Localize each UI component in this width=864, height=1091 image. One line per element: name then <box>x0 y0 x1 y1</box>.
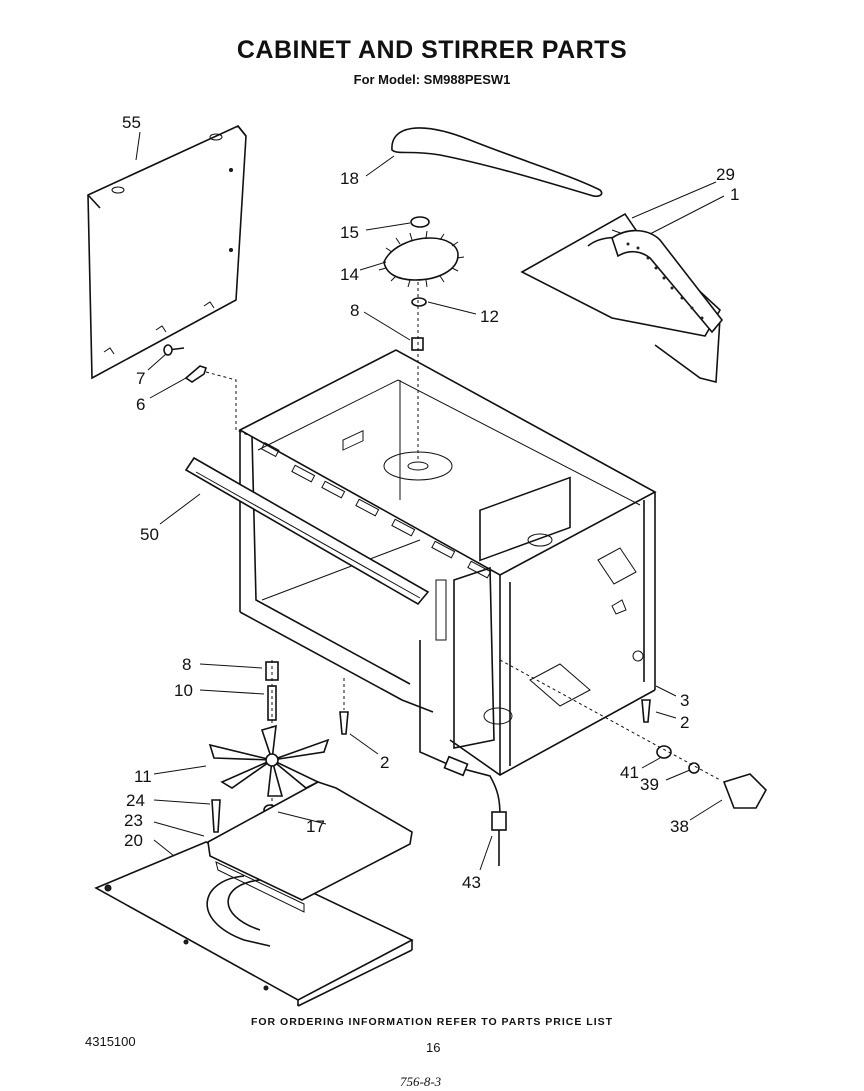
thermal-cutout-part-38 <box>722 773 767 809</box>
cabinet-body <box>238 349 657 776</box>
callout-18: 18 <box>340 169 359 188</box>
callout-2-bottom: 2 <box>380 753 389 772</box>
callout-55: 55 <box>122 113 141 132</box>
callout-29: 29 <box>716 165 735 184</box>
callout-50: 50 <box>140 525 159 544</box>
model-subtitle: For Model: SM988PESW1 <box>353 72 511 87</box>
clip-part-15 <box>410 216 430 228</box>
power-cord-part-43 <box>419 640 507 866</box>
waveguide-part-1 <box>611 229 724 334</box>
callout-23: 23 <box>124 811 143 830</box>
handwritten-mark: 756-8-3 <box>400 1074 442 1089</box>
turntable-hub <box>383 451 453 481</box>
document-number: 4315100 <box>85 1034 136 1049</box>
stirrer-blade-teeth <box>378 230 465 288</box>
callout-3: 3 <box>680 691 689 710</box>
leader-lines <box>135 131 725 871</box>
callout-labels: 55 18 29 1 15 14 12 8 7 6 50 8 10 2 3 2 … <box>122 113 739 892</box>
callout-39: 39 <box>640 775 659 794</box>
front-frame-slots <box>260 442 492 579</box>
bracket-part-6 <box>184 365 208 383</box>
base-plate-part-20 <box>94 841 414 1007</box>
callout-2-right: 2 <box>680 713 689 732</box>
page-number: 16 <box>426 1040 441 1055</box>
callout-20: 20 <box>124 831 143 850</box>
callout-43: 43 <box>462 873 481 892</box>
callout-14: 14 <box>340 265 359 284</box>
bushing-part-8-bottom <box>265 661 279 681</box>
callout-1: 1 <box>730 185 739 204</box>
callout-8-top: 8 <box>350 301 359 320</box>
callout-15: 15 <box>340 223 359 242</box>
callout-24: 24 <box>126 791 145 810</box>
screw-part-2-right <box>641 699 651 723</box>
stirrer-fan-part-11 <box>208 724 330 797</box>
stirrer-blade-part-14 <box>383 237 459 281</box>
washer-part-39 <box>688 762 700 774</box>
callout-10: 10 <box>174 681 193 700</box>
waveguide-perforations <box>626 242 704 320</box>
page-title: CABINET AND STIRRER PARTS <box>236 36 628 64</box>
callout-8-bottom: 8 <box>182 655 191 674</box>
callout-41: 41 <box>620 763 639 782</box>
magnetron-box <box>479 476 571 562</box>
choke-part-50 <box>184 456 430 606</box>
callout-17: 17 <box>306 817 325 836</box>
washer-part-12 <box>411 297 427 307</box>
screw-part-7 <box>163 344 185 356</box>
screw-part-2-bottom <box>339 711 349 735</box>
callout-11: 11 <box>134 767 152 786</box>
callout-7: 7 <box>136 369 145 388</box>
rear-panel-part-55 <box>87 125 247 380</box>
callout-6: 6 <box>136 395 145 414</box>
ordering-info-note: FOR ORDERING INFORMATION REFER TO PARTS … <box>250 1016 614 1028</box>
callout-38: 38 <box>670 817 689 836</box>
nut-part-41 <box>656 745 672 759</box>
screw-part-24 <box>211 799 221 833</box>
belt-part-18 <box>391 127 603 197</box>
callout-12: 12 <box>480 307 499 326</box>
duct-part-23 <box>207 781 413 901</box>
